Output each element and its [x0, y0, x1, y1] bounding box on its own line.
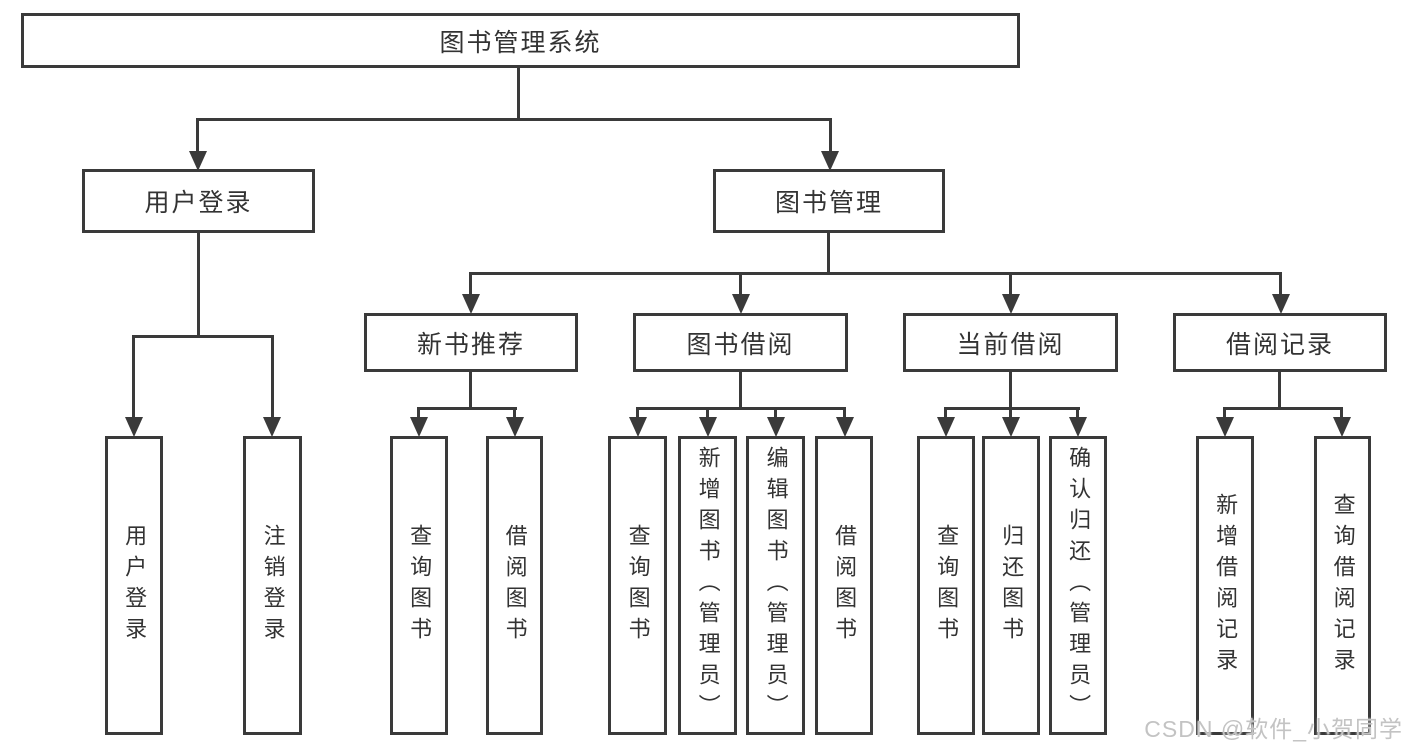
connector-segment: [517, 68, 520, 120]
arrow-down-icon: [699, 417, 717, 437]
node-leaf-confirm-return-admin: 确认归还（管理员）: [1049, 436, 1107, 735]
node-leaf-add-borrow-record: 新增借阅记录: [1196, 436, 1254, 735]
arrow-down-icon: [1333, 417, 1351, 437]
arrow-down-icon: [937, 417, 955, 437]
connector-segment: [469, 274, 472, 297]
arrow-down-icon: [1069, 417, 1087, 437]
connector-segment: [1009, 409, 1012, 419]
connector-segment: [843, 409, 846, 419]
node-root-label: 图书管理系统: [439, 28, 602, 57]
node-leaf-logout: 注销登录: [243, 436, 302, 735]
connector-segment: [417, 409, 420, 419]
connector-segment: [513, 409, 516, 419]
connector-segment: [827, 233, 830, 274]
arrow-down-icon: [462, 294, 480, 314]
connector-segment: [1279, 274, 1282, 297]
connector-segment: [944, 409, 947, 419]
arrow-down-icon: [821, 151, 839, 171]
node-leaf-query-books-recommend-label: 查询图书: [407, 523, 433, 648]
connector-segment: [1076, 409, 1079, 419]
connector-segment: [739, 372, 742, 409]
arrow-down-icon: [629, 417, 647, 437]
arrow-down-icon: [1272, 294, 1290, 314]
arrow-down-icon: [1002, 417, 1020, 437]
node-leaf-add-book-admin: 新增图书（管理员）: [678, 436, 737, 735]
node-leaf-edit-book-admin: 编辑图书（管理员）: [746, 436, 805, 735]
connector-segment: [132, 337, 135, 420]
node-leaf-borrow-books-label: 借阅图书: [832, 523, 858, 648]
node-borrow-records: 借阅记录: [1173, 313, 1387, 372]
node-user-login: 用户登录: [82, 169, 315, 233]
connector-segment: [706, 409, 709, 419]
node-new-book-recommend-label: 新书推荐: [416, 330, 525, 359]
connector-segment: [196, 120, 199, 153]
node-leaf-return-books-label: 归还图书: [999, 523, 1025, 648]
node-root: 图书管理系统: [21, 13, 1020, 68]
node-leaf-logout-label: 注销登录: [260, 523, 286, 648]
connector-segment: [417, 407, 517, 410]
node-book-management: 图书管理: [713, 169, 945, 233]
node-leaf-add-book-admin-label: 新增图书（管理员）: [695, 446, 721, 725]
node-leaf-query-books-recommend: 查询图书: [390, 436, 448, 735]
connector-segment: [197, 233, 200, 337]
node-book-management-label: 图书管理: [774, 189, 883, 217]
node-current-borrow-label: 当前借阅: [956, 330, 1065, 359]
arrow-down-icon: [767, 417, 785, 437]
connector-segment: [1223, 407, 1343, 410]
node-leaf-query-borrow-record-label: 查询借阅记录: [1330, 492, 1356, 679]
node-leaf-add-borrow-record-label: 新增借阅记录: [1213, 492, 1239, 679]
node-user-login-label: 用户登录: [144, 189, 253, 217]
connector-segment: [739, 274, 742, 297]
connector-segment: [944, 407, 1080, 410]
arrow-down-icon: [263, 417, 281, 437]
connector-segment: [469, 272, 1282, 275]
arrow-down-icon: [1216, 417, 1234, 437]
arrow-down-icon: [1002, 294, 1020, 314]
node-leaf-confirm-return-admin-label: 确认归还（管理员）: [1066, 446, 1092, 725]
connector-segment: [1278, 372, 1281, 409]
node-book-borrow: 图书借阅: [633, 313, 848, 372]
node-leaf-query-borrow-record: 查询借阅记录: [1314, 436, 1371, 735]
node-leaf-borrow-books: 借阅图书: [815, 436, 873, 735]
node-leaf-borrow-books-recommend-label: 借阅图书: [502, 523, 528, 648]
node-leaf-query-books-current: 查询图书: [917, 436, 975, 735]
node-borrow-records-label: 借阅记录: [1225, 330, 1334, 359]
node-current-borrow: 当前借阅: [903, 313, 1118, 372]
node-leaf-query-books-borrow-label: 查询图书: [625, 523, 651, 648]
connector-segment: [636, 407, 846, 410]
node-leaf-query-books-current-label: 查询图书: [934, 523, 960, 648]
connector-segment: [1009, 372, 1012, 409]
connector-segment: [774, 409, 777, 419]
node-new-book-recommend: 新书推荐: [364, 313, 578, 372]
node-book-borrow-label: 图书借阅: [686, 330, 795, 359]
node-leaf-query-books-borrow: 查询图书: [608, 436, 667, 735]
connector-segment: [1223, 409, 1226, 419]
arrow-down-icon: [506, 417, 524, 437]
connector-segment: [1009, 274, 1012, 297]
connector-segment: [1340, 409, 1343, 419]
node-leaf-user-login: 用户登录: [105, 436, 163, 735]
connector-segment: [132, 335, 274, 338]
connector-segment: [829, 120, 832, 153]
connector-segment: [469, 372, 472, 409]
arrow-down-icon: [836, 417, 854, 437]
node-leaf-borrow-books-recommend: 借阅图书: [486, 436, 543, 735]
connector-segment: [271, 337, 274, 420]
connector-segment: [196, 118, 832, 121]
arrow-down-icon: [125, 417, 143, 437]
watermark: CSDN @软件_小贺同学: [1144, 716, 1403, 742]
node-leaf-user-login-label: 用户登录: [122, 523, 148, 648]
node-leaf-return-books: 归还图书: [982, 436, 1040, 735]
arrow-down-icon: [189, 151, 207, 171]
node-leaf-edit-book-admin-label: 编辑图书（管理员）: [763, 446, 789, 725]
arrow-down-icon: [732, 294, 750, 314]
arrow-down-icon: [410, 417, 428, 437]
connector-segment: [636, 409, 639, 419]
